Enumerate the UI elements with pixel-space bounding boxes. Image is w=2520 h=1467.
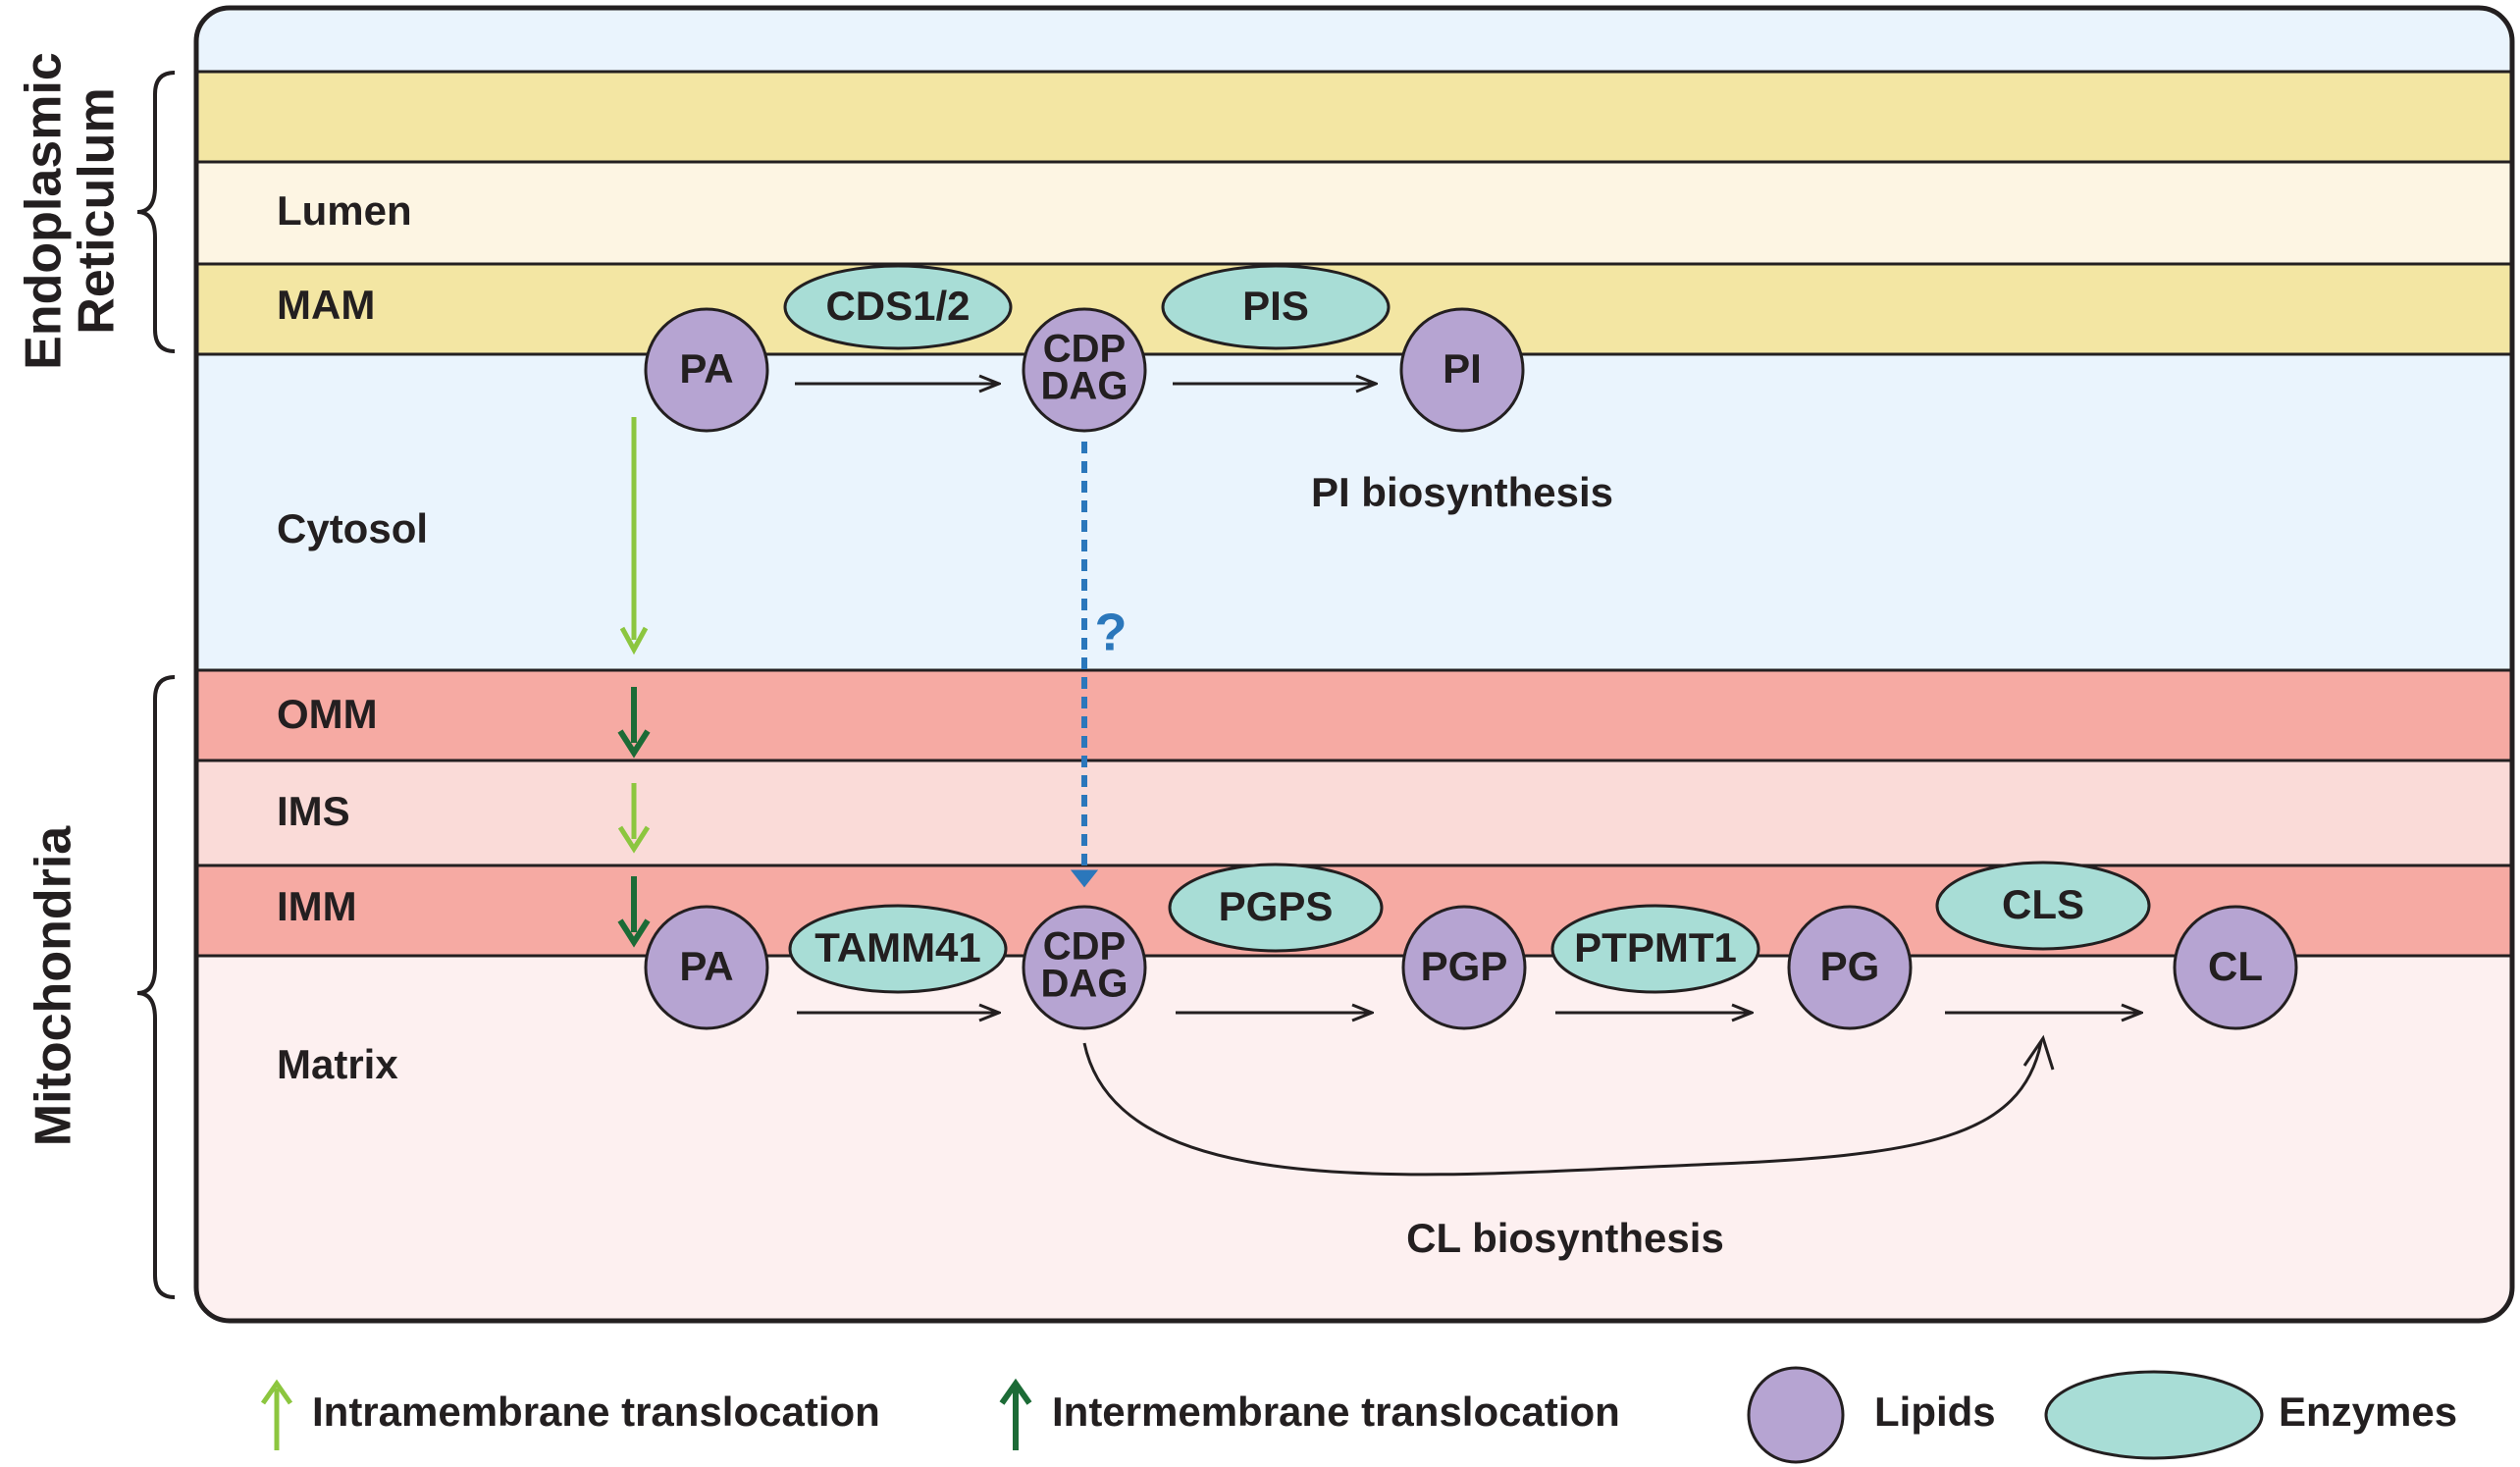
lipid-pa-mito: PA (644, 905, 769, 1030)
pi-biosynthesis-caption: PI biosynthesis (1311, 469, 1613, 515)
cytosol-band (196, 354, 2512, 670)
er-membrane-band (196, 72, 2512, 162)
legend-lipids: Lipids (1747, 1366, 1996, 1464)
enzyme-ptpmt1-label: PTPMT1 (1574, 924, 1737, 970)
matrix-band (196, 956, 2512, 1321)
top-cytosol-band (196, 8, 2512, 72)
lipid-cdpdag-er: CDP DAG (1022, 307, 1147, 433)
curved-arrow-cdpdag-to-cls (1082, 1041, 2043, 1177)
diagram-frame (193, 5, 2515, 1324)
legend-enzymes: Enzymes (2044, 1370, 2457, 1460)
label-ims: IMS (277, 788, 350, 834)
ims-band (196, 760, 2512, 865)
lipid-cl: CL (2173, 905, 2298, 1030)
legend-intermembrane-label: Intermembrane translocation (1052, 1388, 1620, 1435)
lipid-cdpdag-mito-line1: CDP (1043, 925, 1126, 969)
label-mam: MAM (277, 282, 375, 328)
enzyme-pis: PIS (1161, 264, 1391, 350)
legend-lipids-label: Lipids (1874, 1388, 1996, 1435)
question-mark: ? (1095, 603, 1128, 661)
lipid-pg-label: PG (1820, 943, 1880, 989)
pa-translocation-arrows (617, 417, 651, 948)
legend-intermembrane: Intermembrane translocation (999, 1378, 1620, 1450)
label-cytosol: Cytosol (277, 505, 428, 551)
lipid-cdpdag-mito-line2: DAG (1041, 963, 1129, 1006)
enzyme-cds-label: CDS1/2 (825, 283, 970, 329)
lipid-cdpdag-er-line1: CDP (1043, 328, 1126, 371)
legend: Intramembrane translocation Intermembran… (260, 1366, 2457, 1464)
omm-band (196, 670, 2512, 760)
cl-biosynthesis-caption: CL biosynthesis (1406, 1215, 1724, 1261)
legend-intramembrane-label: Intramembrane translocation (312, 1388, 880, 1435)
enzyme-pgps-label: PGPS (1219, 883, 1334, 929)
label-imm: IMM (277, 883, 357, 929)
enzyme-tamm41: TAMM41 (788, 904, 1008, 994)
lipid-pg: PG (1787, 905, 1913, 1030)
lipid-pa-er-label: PA (679, 345, 733, 392)
enzyme-pis-label: PIS (1242, 283, 1309, 329)
compartment-bands (196, 8, 2512, 1321)
mito-brace (136, 675, 176, 1299)
legend-intramembrane: Intramembrane translocation (260, 1379, 880, 1450)
lipid-cl-label: CL (2208, 943, 2263, 989)
er-brace (136, 71, 176, 353)
label-omm: OMM (277, 691, 378, 737)
cdpdag-transport-unknown: ? (1070, 442, 1128, 888)
lipid-circle-icon (1747, 1366, 1845, 1464)
lipid-pa-mito-label: PA (679, 943, 733, 989)
enzyme-cls-label: CLS (2002, 881, 2084, 927)
legend-enzymes-label: Enzymes (2279, 1388, 2457, 1435)
lipid-pgp-label: PGP (1421, 943, 1508, 989)
er-label-line1: Endoplasmic (16, 52, 73, 370)
label-lumen: Lumen (277, 187, 412, 234)
lumen-band (196, 162, 2512, 264)
enzyme-tamm41-label: TAMM41 (814, 924, 981, 970)
enzyme-ptpmt1: PTPMT1 (1550, 904, 1760, 994)
lipid-pa-er: PA (644, 307, 769, 433)
er-label-line2: Reticulum (69, 87, 126, 334)
label-matrix: Matrix (277, 1041, 398, 1087)
enzyme-ellipse-icon (2044, 1370, 2264, 1460)
enzyme-cds: CDS1/2 (783, 264, 1013, 350)
enzyme-cls: CLS (1935, 861, 2151, 951)
lipid-pi: PI (1399, 307, 1525, 433)
lipid-pgp: PGP (1401, 905, 1527, 1030)
mito-label: Mitochondria (26, 825, 82, 1147)
enzyme-pgps: PGPS (1168, 863, 1384, 953)
lipid-cdpdag-er-line2: DAG (1041, 365, 1129, 408)
lipid-cdpdag-mito: CDP DAG (1022, 905, 1147, 1030)
lipid-pi-label: PI (1443, 345, 1482, 392)
